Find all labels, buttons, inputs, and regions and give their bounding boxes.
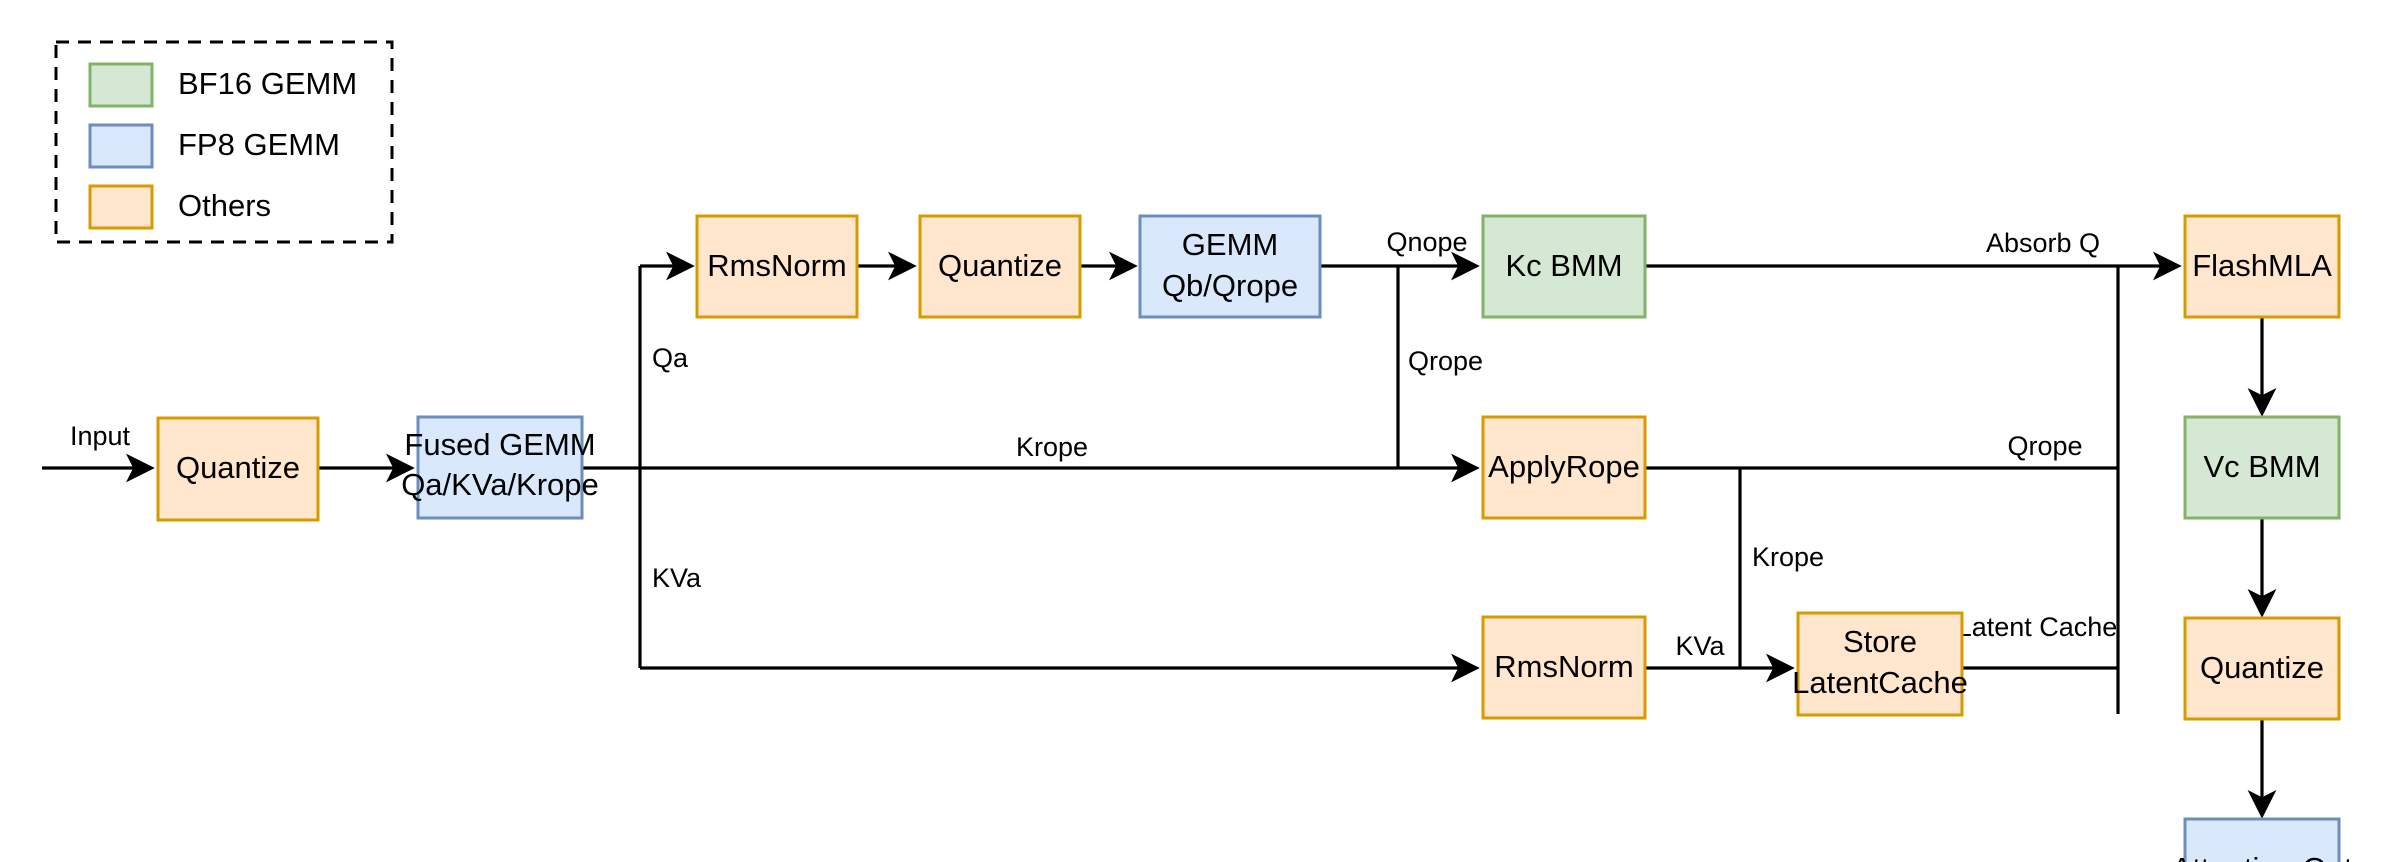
node-box[interactable] [2183,616,2341,721]
node-label: RmsNorm [1494,649,1634,684]
node-label-line1: Fused GEMM [404,427,595,462]
edge-label-kva-branch: KVa [652,563,702,593]
node-label: Attention Out [2172,851,2353,862]
edge-label-qrope-right: Qrope [2007,431,2082,461]
node-box[interactable] [918,214,1082,319]
node-label-line2: Qa/KVa/Krope [401,467,599,502]
node-applyrope[interactable]: ApplyRope [1481,415,1647,520]
node-quantize-input[interactable]: Quantize [156,416,320,522]
node-rmsnorm-top[interactable]: RmsNorm [695,214,859,319]
edge-label-qnope: Qnope [1386,227,1467,257]
node-label: Quantize [2200,650,2324,685]
legend-swatch-fp8 [88,123,154,169]
node-quantize-output[interactable]: Quantize [2183,616,2341,721]
node-label-line1: Store [1843,624,1917,659]
node-label: FlashMLA [2192,248,2332,283]
legend-swatch-bf16 [88,62,154,108]
node-kc-bmm[interactable]: Kc BMM [1481,214,1647,319]
edge-label-latent-cache: Latent Cache [1957,612,2118,642]
node-label-line1: GEMM [1182,227,1278,262]
node-box[interactable] [2183,817,2341,862]
node-box[interactable] [2183,214,2341,319]
edge-label-input: Input [70,421,131,451]
legend-label-others: Others [178,188,271,223]
edge-label-qa: Qa [652,343,689,373]
legend: BF16 GEMM FP8 GEMM Others [54,40,394,244]
node-label: Vc BMM [2203,449,2320,484]
node-gemm-qb-qrope[interactable]: GEMM Qb/Qrope [1138,214,1322,319]
node-label-line2: LatentCache [1792,665,1968,700]
node-rmsnorm-bottom[interactable]: RmsNorm [1481,615,1647,720]
node-attention-out[interactable]: Attention Out [2172,817,2353,862]
node-vc-bmm[interactable]: Vc BMM [2183,415,2341,520]
edge-label-kva-store: KVa [1675,631,1725,661]
node-box[interactable] [1481,615,1647,720]
edges [42,251,2277,819]
node-box[interactable] [1481,415,1647,520]
node-label: RmsNorm [707,248,847,283]
node-flashmla[interactable]: FlashMLA [2183,214,2341,319]
edge-label-absorb-q: Absorb Q [1986,228,2100,258]
node-box[interactable] [2183,415,2341,520]
edge-labels: Input Qa KVa Qnope Qrope Krope Absorb Q … [70,227,2117,661]
node-box[interactable] [695,214,859,319]
node-box[interactable] [1796,611,1964,717]
legend-label-bf16: BF16 GEMM [178,66,357,101]
node-box[interactable] [156,416,320,522]
edge-label-krope-down: Krope [1752,542,1824,572]
node-store-latentcache[interactable]: Store LatentCache [1792,611,1968,717]
legend-swatch-others [88,184,154,230]
node-label: Kc BMM [1505,248,1622,283]
node-label-line2: Qb/Qrope [1162,268,1298,303]
node-box[interactable] [1138,214,1322,319]
edge-label-krope-main: Krope [1016,432,1088,462]
legend-label-fp8: FP8 GEMM [178,127,340,162]
edge-label-qrope-mid: Qrope [1408,346,1483,376]
node-label: ApplyRope [1488,449,1640,484]
node-label: Quantize [176,450,300,485]
node-label: Quantize [938,248,1062,283]
node-quantize-top[interactable]: Quantize [918,214,1082,319]
node-box[interactable] [416,415,584,520]
legend-border [54,40,394,244]
node-box[interactable] [1481,214,1647,319]
node-fused-gemm[interactable]: Fused GEMM Qa/KVa/Krope [401,415,599,520]
